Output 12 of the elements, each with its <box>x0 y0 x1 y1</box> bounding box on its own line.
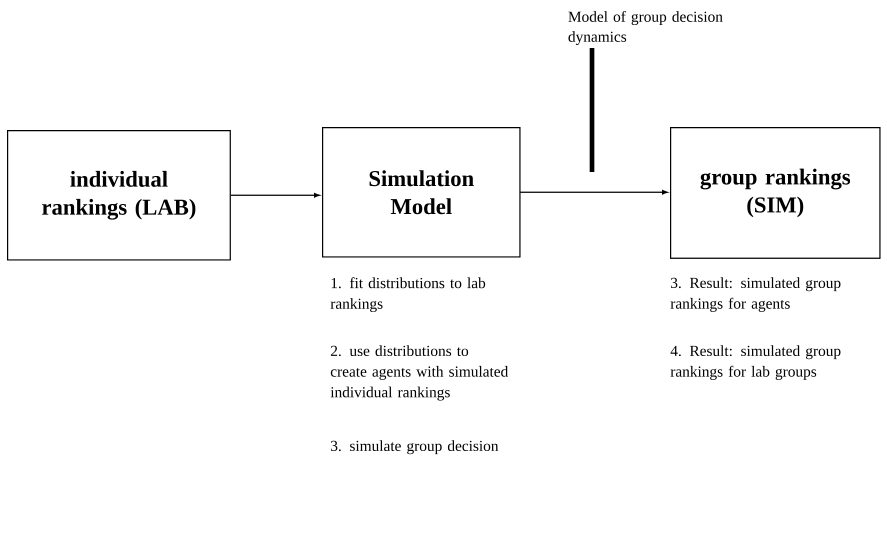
process-box: group rankings (SIM) <box>670 127 881 259</box>
arrow <box>520 190 668 195</box>
list-item: 3. Result: simulated group rankings for agents <box>670 277 840 312</box>
arrow <box>230 193 320 198</box>
leader-line <box>590 48 594 172</box>
process-box: individual rankings (LAB) <box>7 130 231 261</box>
list-item: 1. fit distributions to lab rankings <box>330 277 486 312</box>
process-box: Simulation Model <box>322 127 521 258</box>
list-item: 3. simulate group decision <box>331 440 498 454</box>
annotation-text: Model of group decision dynamics <box>568 10 723 46</box>
list-item: 4. Result: simulated group rankings for lab groups <box>670 345 840 380</box>
list-item: 2. use distributions to create agents with simulated individual rankings <box>330 345 508 401</box>
